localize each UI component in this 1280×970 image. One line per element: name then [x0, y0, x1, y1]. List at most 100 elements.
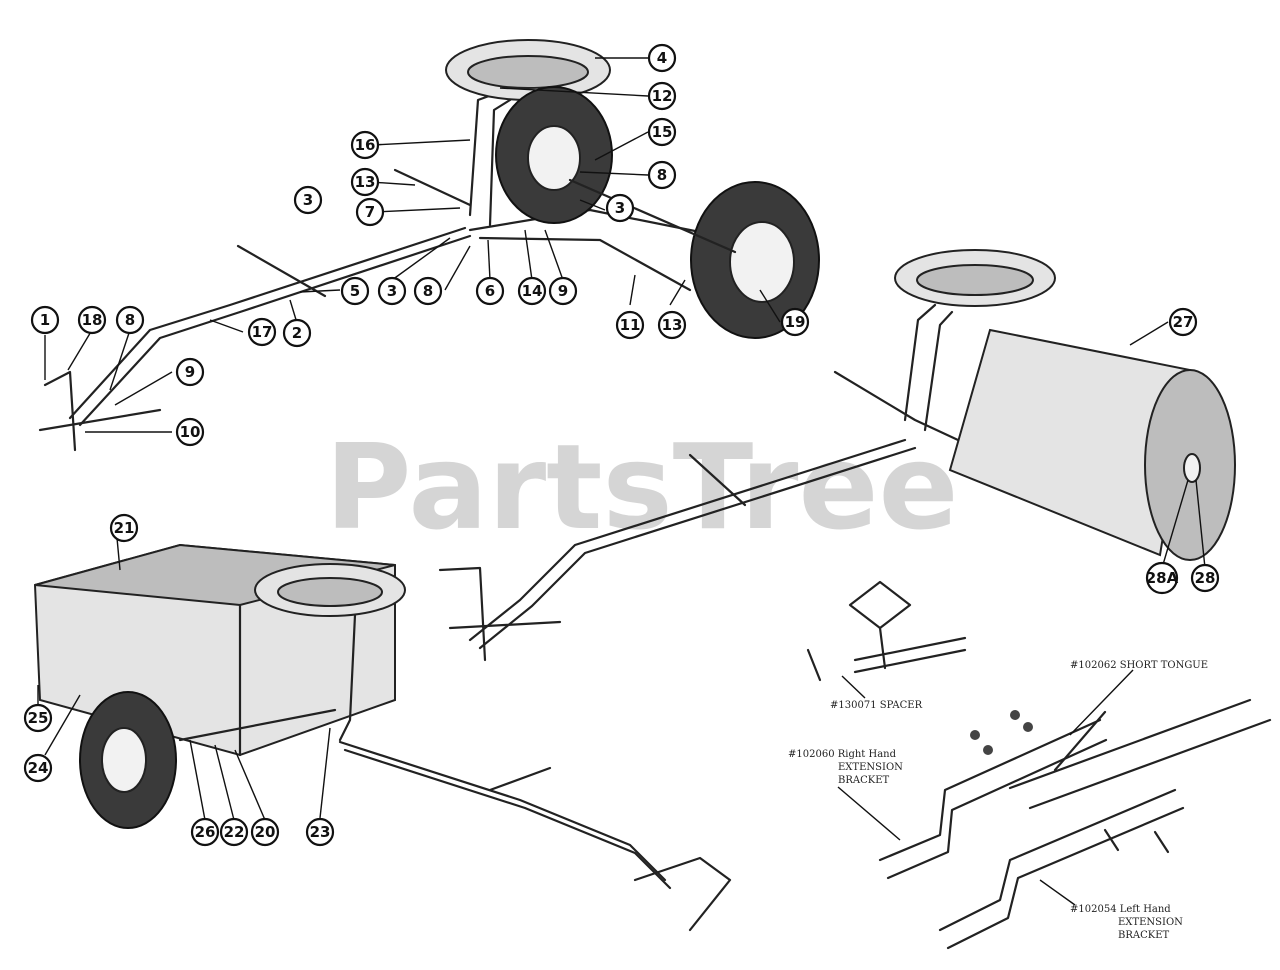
callout-circle [175, 417, 205, 447]
bolt-icon [983, 745, 993, 755]
callout-number: 26 [195, 823, 216, 841]
left-hand-label-1: #102054 Left Hand [1070, 904, 1171, 915]
callout-circle [355, 197, 385, 227]
callout-number: 18 [82, 311, 103, 329]
callout-number: 5 [350, 282, 360, 300]
callout-6: 6 [475, 276, 505, 306]
callout-3: 3 [293, 185, 323, 215]
callout-circle [23, 703, 53, 733]
callout-18: 18 [77, 305, 107, 335]
callout-1: 1 [30, 305, 60, 335]
roller-axle-cap [1183, 453, 1201, 483]
short-tongue-2 [1028, 718, 1272, 810]
callout-circle [305, 817, 335, 847]
roller-seat-pan [916, 264, 1034, 296]
callout-number: 3 [615, 199, 625, 217]
callout-number: 13 [662, 316, 683, 334]
right-extension-bracket-2 [886, 738, 1108, 880]
cart-frame [178, 708, 337, 742]
callout-circle [23, 753, 53, 783]
lawn-roller-assembly [438, 249, 1236, 662]
cart-tongue-edge [343, 748, 672, 890]
callout-number: 6 [485, 282, 495, 300]
callout-circle [340, 276, 370, 306]
callout-number: 7 [365, 203, 375, 221]
nut-icon [1010, 710, 1020, 720]
axle-shaft [568, 178, 737, 254]
callout-circle [115, 305, 145, 335]
spacer-bar [853, 636, 967, 662]
callout-number: 11 [620, 316, 641, 334]
callout-8: 8 [647, 160, 677, 190]
tractor-seat-pan [467, 55, 589, 89]
callout-4: 4 [647, 43, 677, 73]
callout-circle [282, 318, 312, 348]
callout-7: 7 [355, 197, 385, 227]
nut-icon [1023, 722, 1033, 732]
callout-circle [219, 817, 249, 847]
cart-hitch [633, 856, 732, 932]
roller-hitch-pin [448, 620, 562, 630]
callout-12: 12 [647, 81, 677, 111]
callout-3: 3 [605, 193, 635, 223]
callout-circle [377, 276, 407, 306]
callout-circle [1190, 563, 1220, 593]
callout-number: 27 [1173, 313, 1194, 331]
callout-number: 15 [652, 123, 673, 141]
callout-3: 3 [377, 276, 407, 306]
leader-line [1069, 669, 1134, 736]
hitch-plate [43, 370, 77, 452]
callout-number: 3 [303, 191, 313, 209]
bolt-shaft [1103, 828, 1120, 852]
callout-circle [350, 130, 380, 160]
callout-circle [247, 317, 277, 347]
bolt-shaft [1153, 830, 1170, 854]
callout-16: 16 [350, 130, 380, 160]
callout-11: 11 [615, 310, 645, 340]
callout-14: 14 [517, 276, 547, 306]
callout-number: 4 [657, 49, 667, 67]
cart-seat-post [338, 613, 357, 742]
callout-circle [175, 357, 205, 387]
spacer-plate [806, 648, 822, 682]
callout-24: 24 [23, 753, 53, 783]
callout-number: 10 [180, 423, 201, 441]
dump-cart-assembly [33, 543, 732, 932]
callout-19: 19 [780, 307, 810, 337]
callout-circle [413, 276, 443, 306]
seat-post-2 [488, 98, 512, 227]
callout-circle [647, 160, 677, 190]
callout-13: 13 [657, 310, 687, 340]
callout-number: 25 [28, 709, 49, 727]
roller-cross-brace [688, 453, 747, 507]
callout-number: 22 [224, 823, 245, 841]
callout-circle [647, 81, 677, 111]
short-tongue-label: #102062 SHORT TONGUE [1070, 660, 1208, 671]
bracket-detail: #130071 SPACER #102062 SHORT TONGUE #102… [788, 580, 1272, 950]
right-extension-bracket [878, 718, 1102, 862]
callout-number: 12 [652, 87, 673, 105]
watermark: PartsTree [325, 418, 959, 556]
callout-number: 9 [185, 363, 195, 381]
callout-22: 22 [219, 817, 249, 847]
left-wheel-hub [527, 125, 581, 191]
cart-wheel-hub [101, 727, 147, 793]
callout-circle [647, 117, 677, 147]
callout-number: 16 [355, 136, 376, 154]
callout-17: 17 [247, 317, 277, 347]
callout-10: 10 [175, 417, 205, 447]
callout-circle [780, 307, 810, 337]
roller-drum-body [948, 328, 1192, 557]
callout-circle [605, 193, 635, 223]
callout-circle [475, 276, 505, 306]
callout-5: 5 [340, 276, 370, 306]
axle-frame [468, 208, 702, 234]
callout-number: 8 [125, 311, 135, 329]
callout-number: 20 [255, 823, 276, 841]
callout-13: 13 [350, 167, 380, 197]
spacer-bracket [848, 580, 912, 630]
callout-number: 2 [292, 324, 302, 342]
roller-hitch [438, 566, 487, 662]
spacer-bolt-shaft [878, 626, 887, 670]
